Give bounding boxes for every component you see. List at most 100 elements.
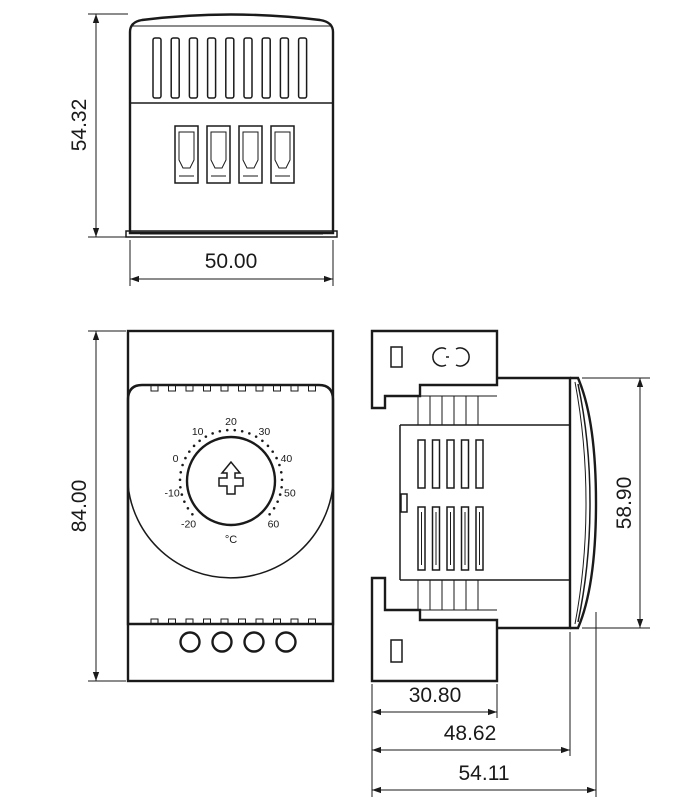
terminal-block: [238, 125, 263, 184]
dial-ticks: [178, 428, 284, 516]
dial-tick: [183, 500, 186, 503]
dial-scale-label: 20: [225, 416, 237, 428]
terminal-blocks: [174, 125, 295, 184]
terminal-clamp: [242, 131, 259, 169]
temperature-dial: -20 -10 0 10 20 30 40 50 60 °C: [165, 416, 296, 546]
side-window: [446, 439, 455, 489]
vent-slot: [297, 37, 308, 99]
terminal-clamp: [178, 131, 195, 169]
vent-slots: [152, 37, 308, 99]
dial-tick: [181, 463, 184, 467]
vent-slot: [168, 618, 176, 625]
dial-tick: [280, 485, 283, 489]
dial-tick: [276, 500, 279, 503]
side-window: [446, 506, 455, 571]
dial-tick: [261, 439, 264, 443]
side-window: [460, 439, 470, 489]
side-window: [417, 506, 426, 571]
screw-hole: [179, 631, 201, 653]
dim-side-depth-1: 30.80: [409, 684, 462, 707]
terminal-clamp: [274, 131, 291, 169]
arrow-symbol-icon: [218, 460, 244, 495]
terminal-screw-holes: [179, 631, 297, 653]
dim-front-height: 84.00: [68, 480, 91, 533]
vent-slot: [261, 37, 271, 99]
front-view-dimensions: 84.00: [68, 330, 126, 682]
dial-scale-label: 30: [258, 426, 270, 438]
dial-tick: [272, 506, 276, 510]
dial-tick: [278, 493, 282, 496]
side-window: [431, 506, 441, 571]
vent-slot: [290, 384, 299, 392]
dim-side-depth-2: 48.62: [444, 722, 497, 745]
dial-tick: [240, 429, 244, 433]
side-window: [475, 439, 484, 489]
ce-mark-icon: [432, 347, 470, 367]
vent-slot: [243, 37, 253, 99]
dim-top-width: 50.00: [205, 250, 258, 273]
vent-slot: [170, 37, 180, 99]
top-view: [125, 13, 338, 238]
vent-slot: [255, 618, 264, 625]
vent-slot: [255, 384, 264, 392]
screw-hole: [275, 631, 297, 653]
dial-tick: [179, 485, 182, 489]
vent-slot: [238, 384, 246, 392]
dial-tick: [192, 444, 196, 448]
dial-scale-label: 60: [268, 518, 280, 530]
vent-slot: [188, 37, 199, 99]
vent-slot: [308, 384, 316, 392]
vent-slot: [290, 618, 299, 625]
side-window: [417, 439, 426, 489]
dial-tick: [225, 428, 229, 432]
dial-scale-label: 0: [173, 453, 179, 465]
dial-scale-label: 10: [192, 426, 204, 438]
vent-slot: [238, 618, 246, 625]
dial-tick: [204, 435, 208, 438]
dial-tick: [186, 506, 190, 510]
dial-tick: [275, 456, 278, 460]
vent-slot: [150, 618, 159, 625]
terminal-block: [174, 125, 199, 184]
terminal-clamp: [210, 131, 227, 169]
dial-tick: [254, 435, 258, 438]
dial-tick: [280, 478, 284, 482]
dial-tick: [266, 444, 270, 448]
vent-slot: [220, 384, 229, 392]
front-view: -20 -10 0 10 20 30 40 50 60 °C: [126, 329, 335, 683]
dial-unit: °C: [225, 534, 237, 546]
dial-scale-label: 50: [284, 488, 296, 500]
side-window: [460, 506, 470, 571]
terminal-block: [270, 125, 295, 184]
front-lower-vent: [150, 618, 316, 625]
dial-tick: [191, 513, 194, 516]
dial-tick: [268, 513, 271, 516]
vent-slot: [220, 618, 229, 625]
dial-tick: [179, 470, 183, 474]
top-view-dimensions: 54.32 50.00: [68, 13, 334, 286]
dial-tick: [198, 439, 201, 443]
dial-tick: [271, 450, 274, 453]
dial-tick: [233, 428, 237, 432]
dim-side-height: 58.90: [613, 477, 636, 530]
dial-tick: [211, 432, 214, 435]
dial-tick: [184, 456, 187, 460]
dim-top-height: 54.32: [68, 99, 91, 152]
dial-tick: [178, 478, 182, 482]
vent-slot: [273, 618, 281, 625]
vent-slot: [203, 384, 211, 392]
dial-scale-labels: -20 -10 0 10 20 30 40 50 60: [165, 416, 296, 530]
side-view: [370, 329, 598, 683]
dial-tick: [188, 450, 191, 453]
vent-slot: [308, 618, 316, 625]
dial-scale-label: -20: [181, 518, 196, 530]
vent-slot: [279, 37, 290, 99]
side-window: [475, 506, 484, 571]
dial-scale-label: -10: [165, 488, 180, 500]
side-fins: [400, 395, 497, 611]
terminal-block: [206, 125, 231, 184]
vent-slot: [168, 384, 176, 392]
dial-scale-label: 40: [281, 453, 293, 465]
side-view-dimensions: 58.90 30.80 48.62 54.11: [371, 377, 650, 797]
